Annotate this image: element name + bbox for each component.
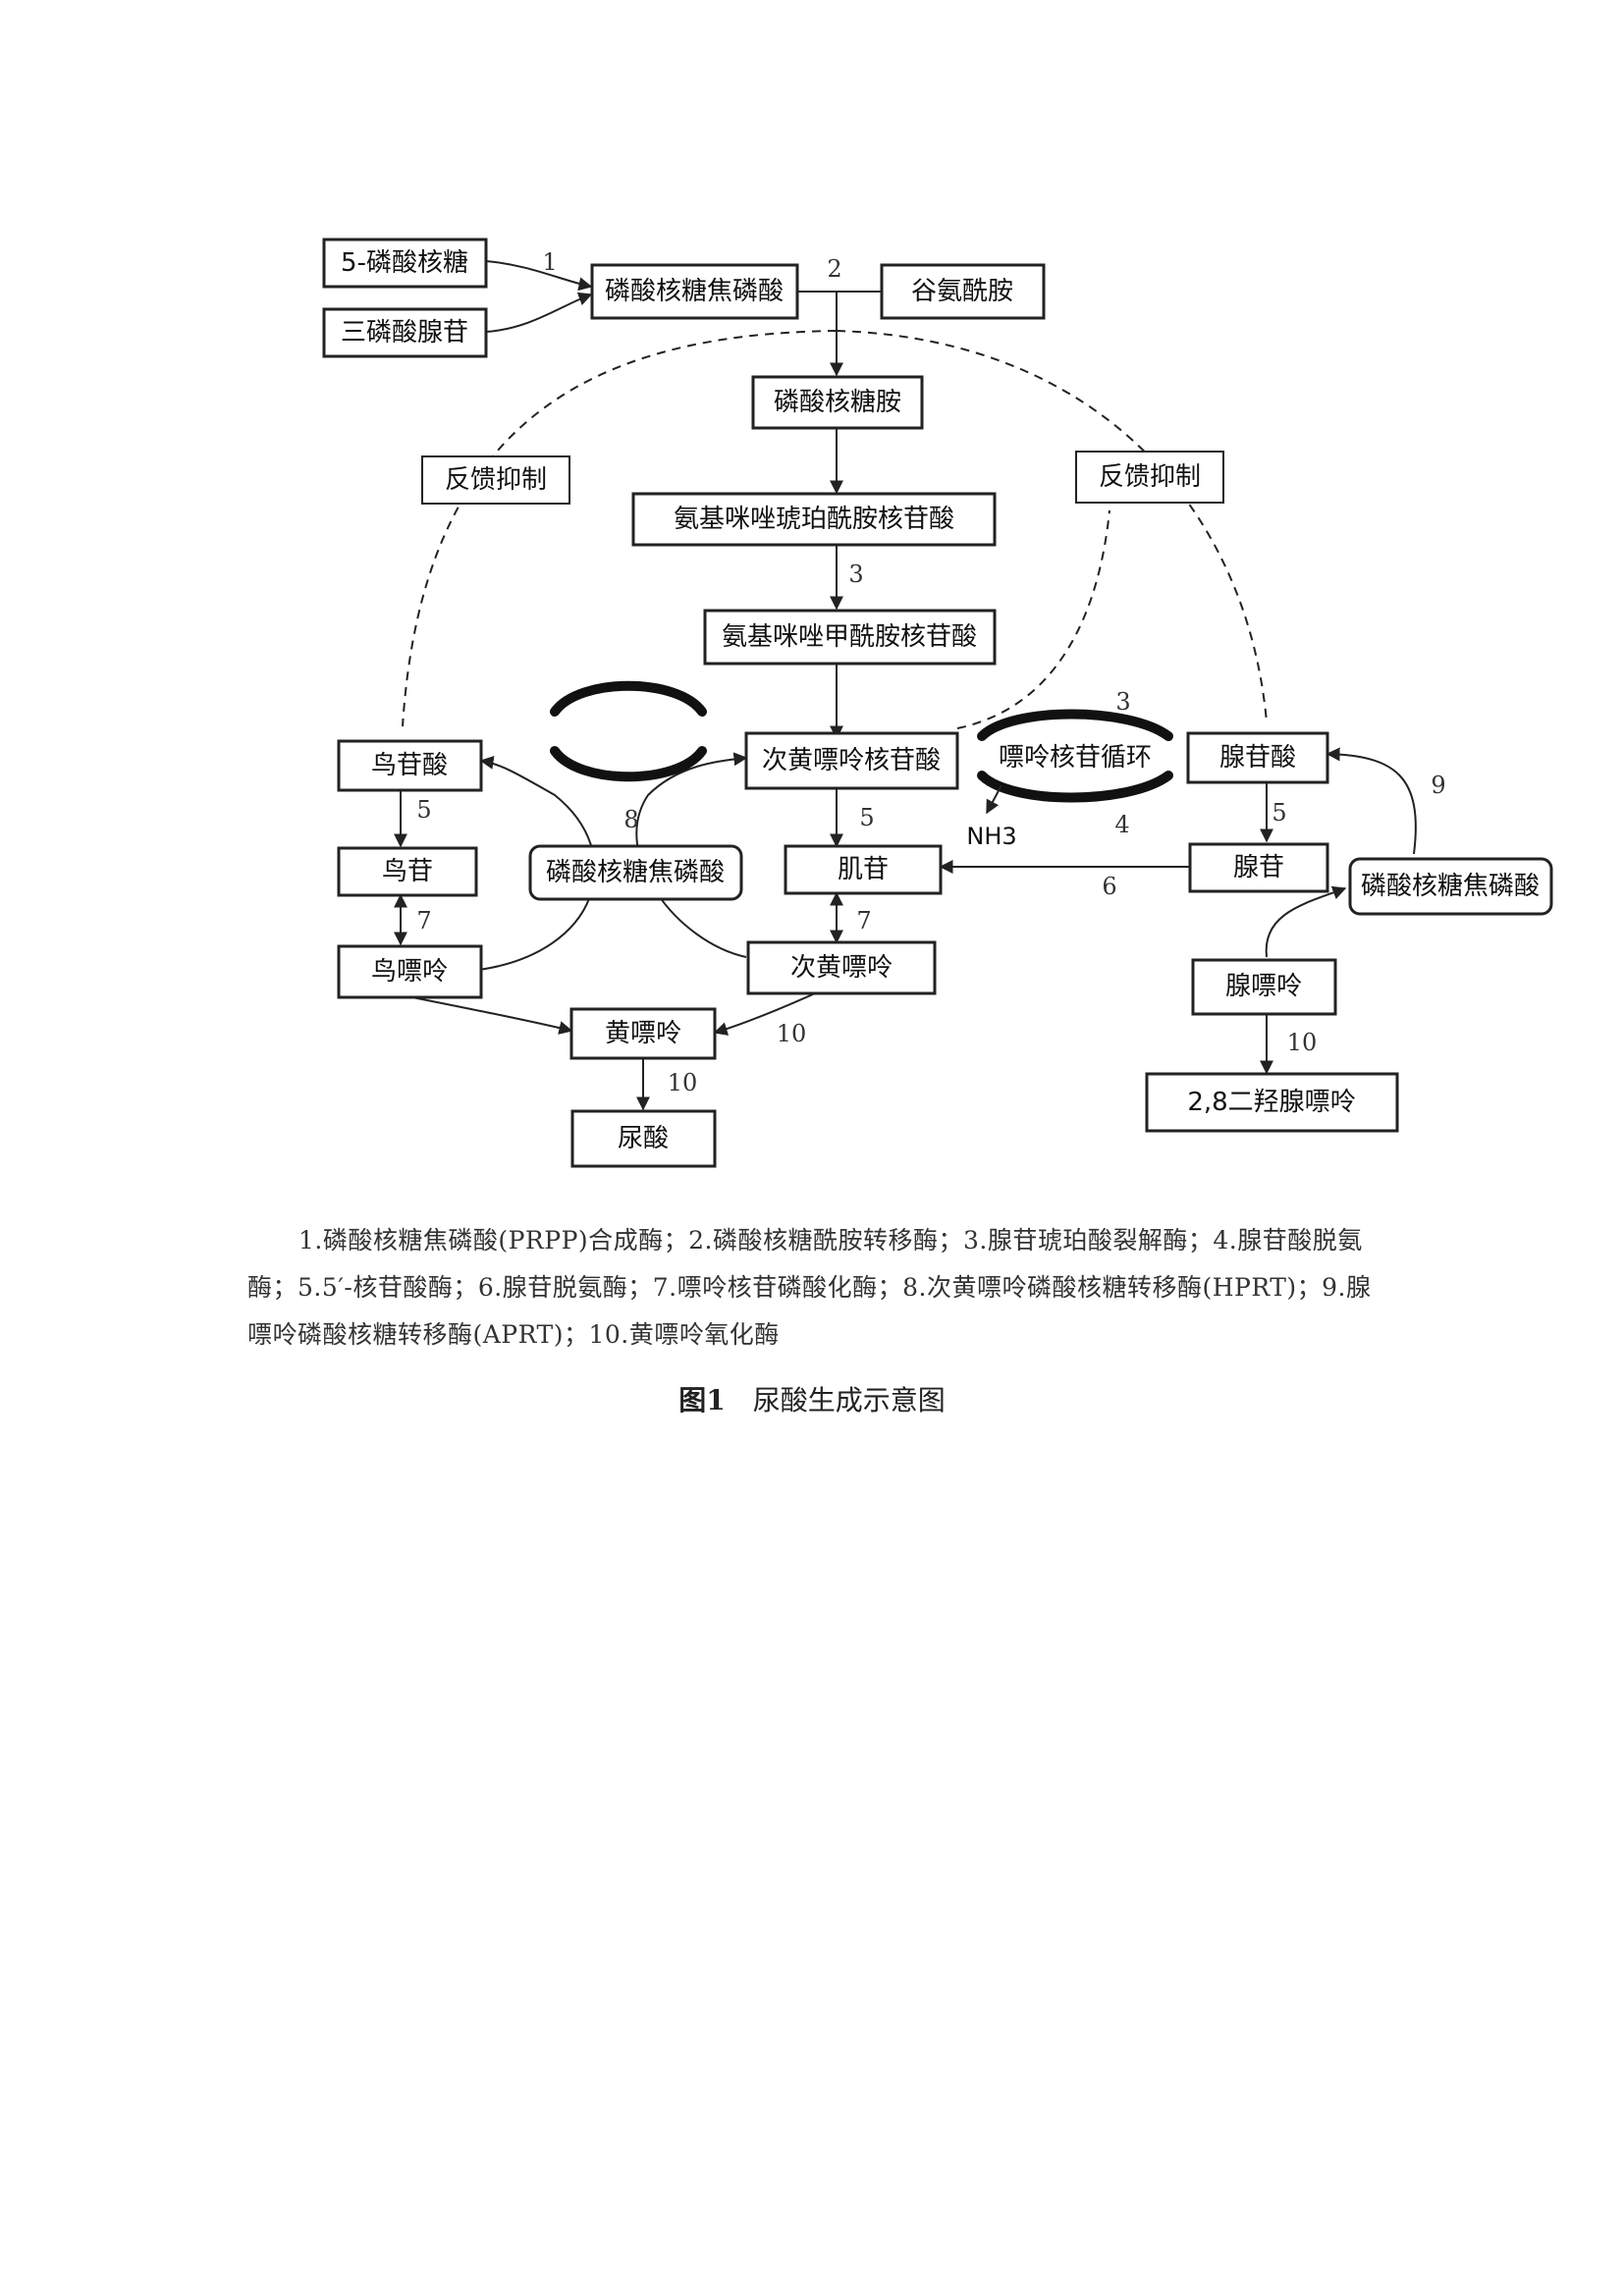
box-adenosine — [1188, 842, 1329, 893]
figure-caption: 1.磷酸核糖焦磷酸(PRPP)合成酶；2.磷酸核糖酰胺转移酶；3.腺苷琥珀酸裂解… — [247, 1226, 1372, 1349]
enzyme-label-1: 1 — [542, 248, 557, 276]
box-glutamine — [880, 263, 1046, 320]
box-feedback-left — [421, 455, 570, 505]
label-adenosine: 腺苷 — [1233, 853, 1284, 882]
enzyme-label-9: 9 — [1431, 772, 1445, 799]
label-ribose5p: 5-磷酸核糖 — [341, 248, 468, 278]
arrow-atp-to-prpp — [485, 292, 593, 333]
enzyme-label-7-left: 7 — [416, 907, 431, 934]
label-imp: 次黄嘌呤核苷酸 — [762, 746, 941, 775]
arrow-guanine-to-xanthine — [411, 996, 573, 1035]
enzyme-label-5-left: 5 — [416, 796, 431, 824]
label-inosine: 肌苷 — [838, 855, 889, 884]
enzyme-label-10-left: 10 — [777, 1020, 807, 1047]
salvage-adenine-to-amp — [1265, 885, 1347, 958]
salvage-guanine-to-gmp — [478, 755, 596, 971]
label-amp: 腺苷酸 — [1219, 743, 1296, 773]
cycle-arc-right-bottom — [977, 771, 1173, 803]
label-xanthine: 黄嘌呤 — [605, 1019, 681, 1048]
label-atp: 三磷酸腺苷 — [341, 318, 468, 347]
label-uric-acid: 尿酸 — [618, 1124, 669, 1153]
label-cycle: 嘌呤核苷循环 — [999, 743, 1152, 773]
box-ribose5p — [322, 238, 488, 289]
arrow-cycle-to-nh3 — [986, 784, 1002, 815]
box-guanine — [337, 944, 483, 999]
label-prpp-mid: 磷酸核糖焦磷酸 — [546, 858, 725, 887]
feedback-arc-left — [402, 330, 838, 727]
enzyme-label-4: 4 — [1114, 811, 1129, 838]
label-dha: 2,8二羟腺嘌呤 — [1187, 1088, 1355, 1117]
enzyme-label-2: 2 — [827, 255, 841, 283]
label-guanine: 鸟嘌呤 — [371, 957, 448, 987]
box-feedback-right — [1075, 451, 1224, 504]
label-saicar: 氨基咪唑琥珀酰胺核苷酸 — [674, 505, 954, 534]
salvage-hypoxanthine-to-imp — [635, 752, 748, 958]
label-adenine: 腺嘌呤 — [1225, 972, 1302, 1001]
enzyme-label-10-bottom: 10 — [668, 1069, 698, 1096]
box-atp — [322, 307, 488, 358]
figure-title-text: 尿酸生成示意图 — [752, 1384, 946, 1416]
cycle-arc-left-bottom — [550, 746, 707, 782]
label-gmp: 鸟苷酸 — [371, 751, 448, 780]
box-prpp-right — [1348, 857, 1553, 916]
label-pra: 磷酸核糖胺 — [774, 388, 901, 417]
purine-metabolism-diagram: 5-磷酸核糖 三磷酸腺苷 磷酸核糖焦磷酸 谷氨酰胺 磷酸核糖胺 反馈抑制 反馈抑… — [322, 238, 1553, 1168]
enzyme-label-5-mid: 5 — [859, 804, 874, 831]
box-prpp-top — [590, 263, 799, 320]
figure-title: 图1 尿酸生成示意图 — [0, 1379, 1624, 1418]
feedback-arc-imp — [956, 509, 1110, 729]
label-hypoxanthine: 次黄嘌呤 — [790, 953, 893, 983]
arrow-hypoxanthine-to-xanthine — [713, 992, 816, 1036]
label-nh3: NH3 — [966, 823, 1016, 850]
cycle-arc-left-top — [550, 680, 707, 717]
box-adenine — [1191, 958, 1337, 1016]
label-aicar: 氨基咪唑甲酰胺核苷酸 — [722, 622, 977, 652]
label-prpp-top: 磷酸核糖焦磷酸 — [605, 277, 784, 306]
box-inosine — [784, 844, 943, 895]
enzyme-label-5-right: 5 — [1272, 799, 1286, 827]
box-amp — [1186, 731, 1329, 784]
feedback-arc-right — [836, 330, 1268, 722]
box-aicar — [703, 609, 997, 666]
label-feedback-left: 反馈抑制 — [445, 465, 547, 495]
box-xanthine — [569, 1007, 717, 1060]
salvage-prpp-to-amp — [1326, 747, 1417, 855]
label-feedback-right: 反馈抑制 — [1099, 462, 1201, 492]
label-prpp-right: 磷酸核糖焦磷酸 — [1361, 872, 1540, 901]
box-pra — [751, 375, 924, 430]
enzyme-label-3-left: 3 — [848, 561, 863, 588]
enzyme-label-6: 6 — [1102, 873, 1116, 900]
enzyme-label-10-right: 10 — [1287, 1029, 1318, 1056]
box-prpp-mid — [528, 844, 743, 901]
label-guanosine: 鸟苷 — [382, 857, 433, 886]
label-glutamine: 谷氨酰胺 — [911, 277, 1013, 306]
box-dha — [1145, 1072, 1399, 1133]
arrow-ribose-to-prpp — [485, 260, 593, 292]
box-gmp — [337, 739, 483, 792]
figure-number: 图1 — [678, 1384, 726, 1416]
box-guanosine — [337, 846, 478, 897]
box-saicar — [631, 492, 997, 547]
enzyme-label-8: 8 — [623, 806, 638, 833]
enzyme-label-3-right: 3 — [1115, 688, 1130, 716]
box-imp — [744, 731, 959, 790]
box-hypoxanthine — [746, 940, 937, 995]
enzyme-label-7-mid: 7 — [856, 907, 871, 934]
cycle-arc-right-top — [977, 709, 1173, 741]
box-uric-acid — [570, 1109, 717, 1168]
